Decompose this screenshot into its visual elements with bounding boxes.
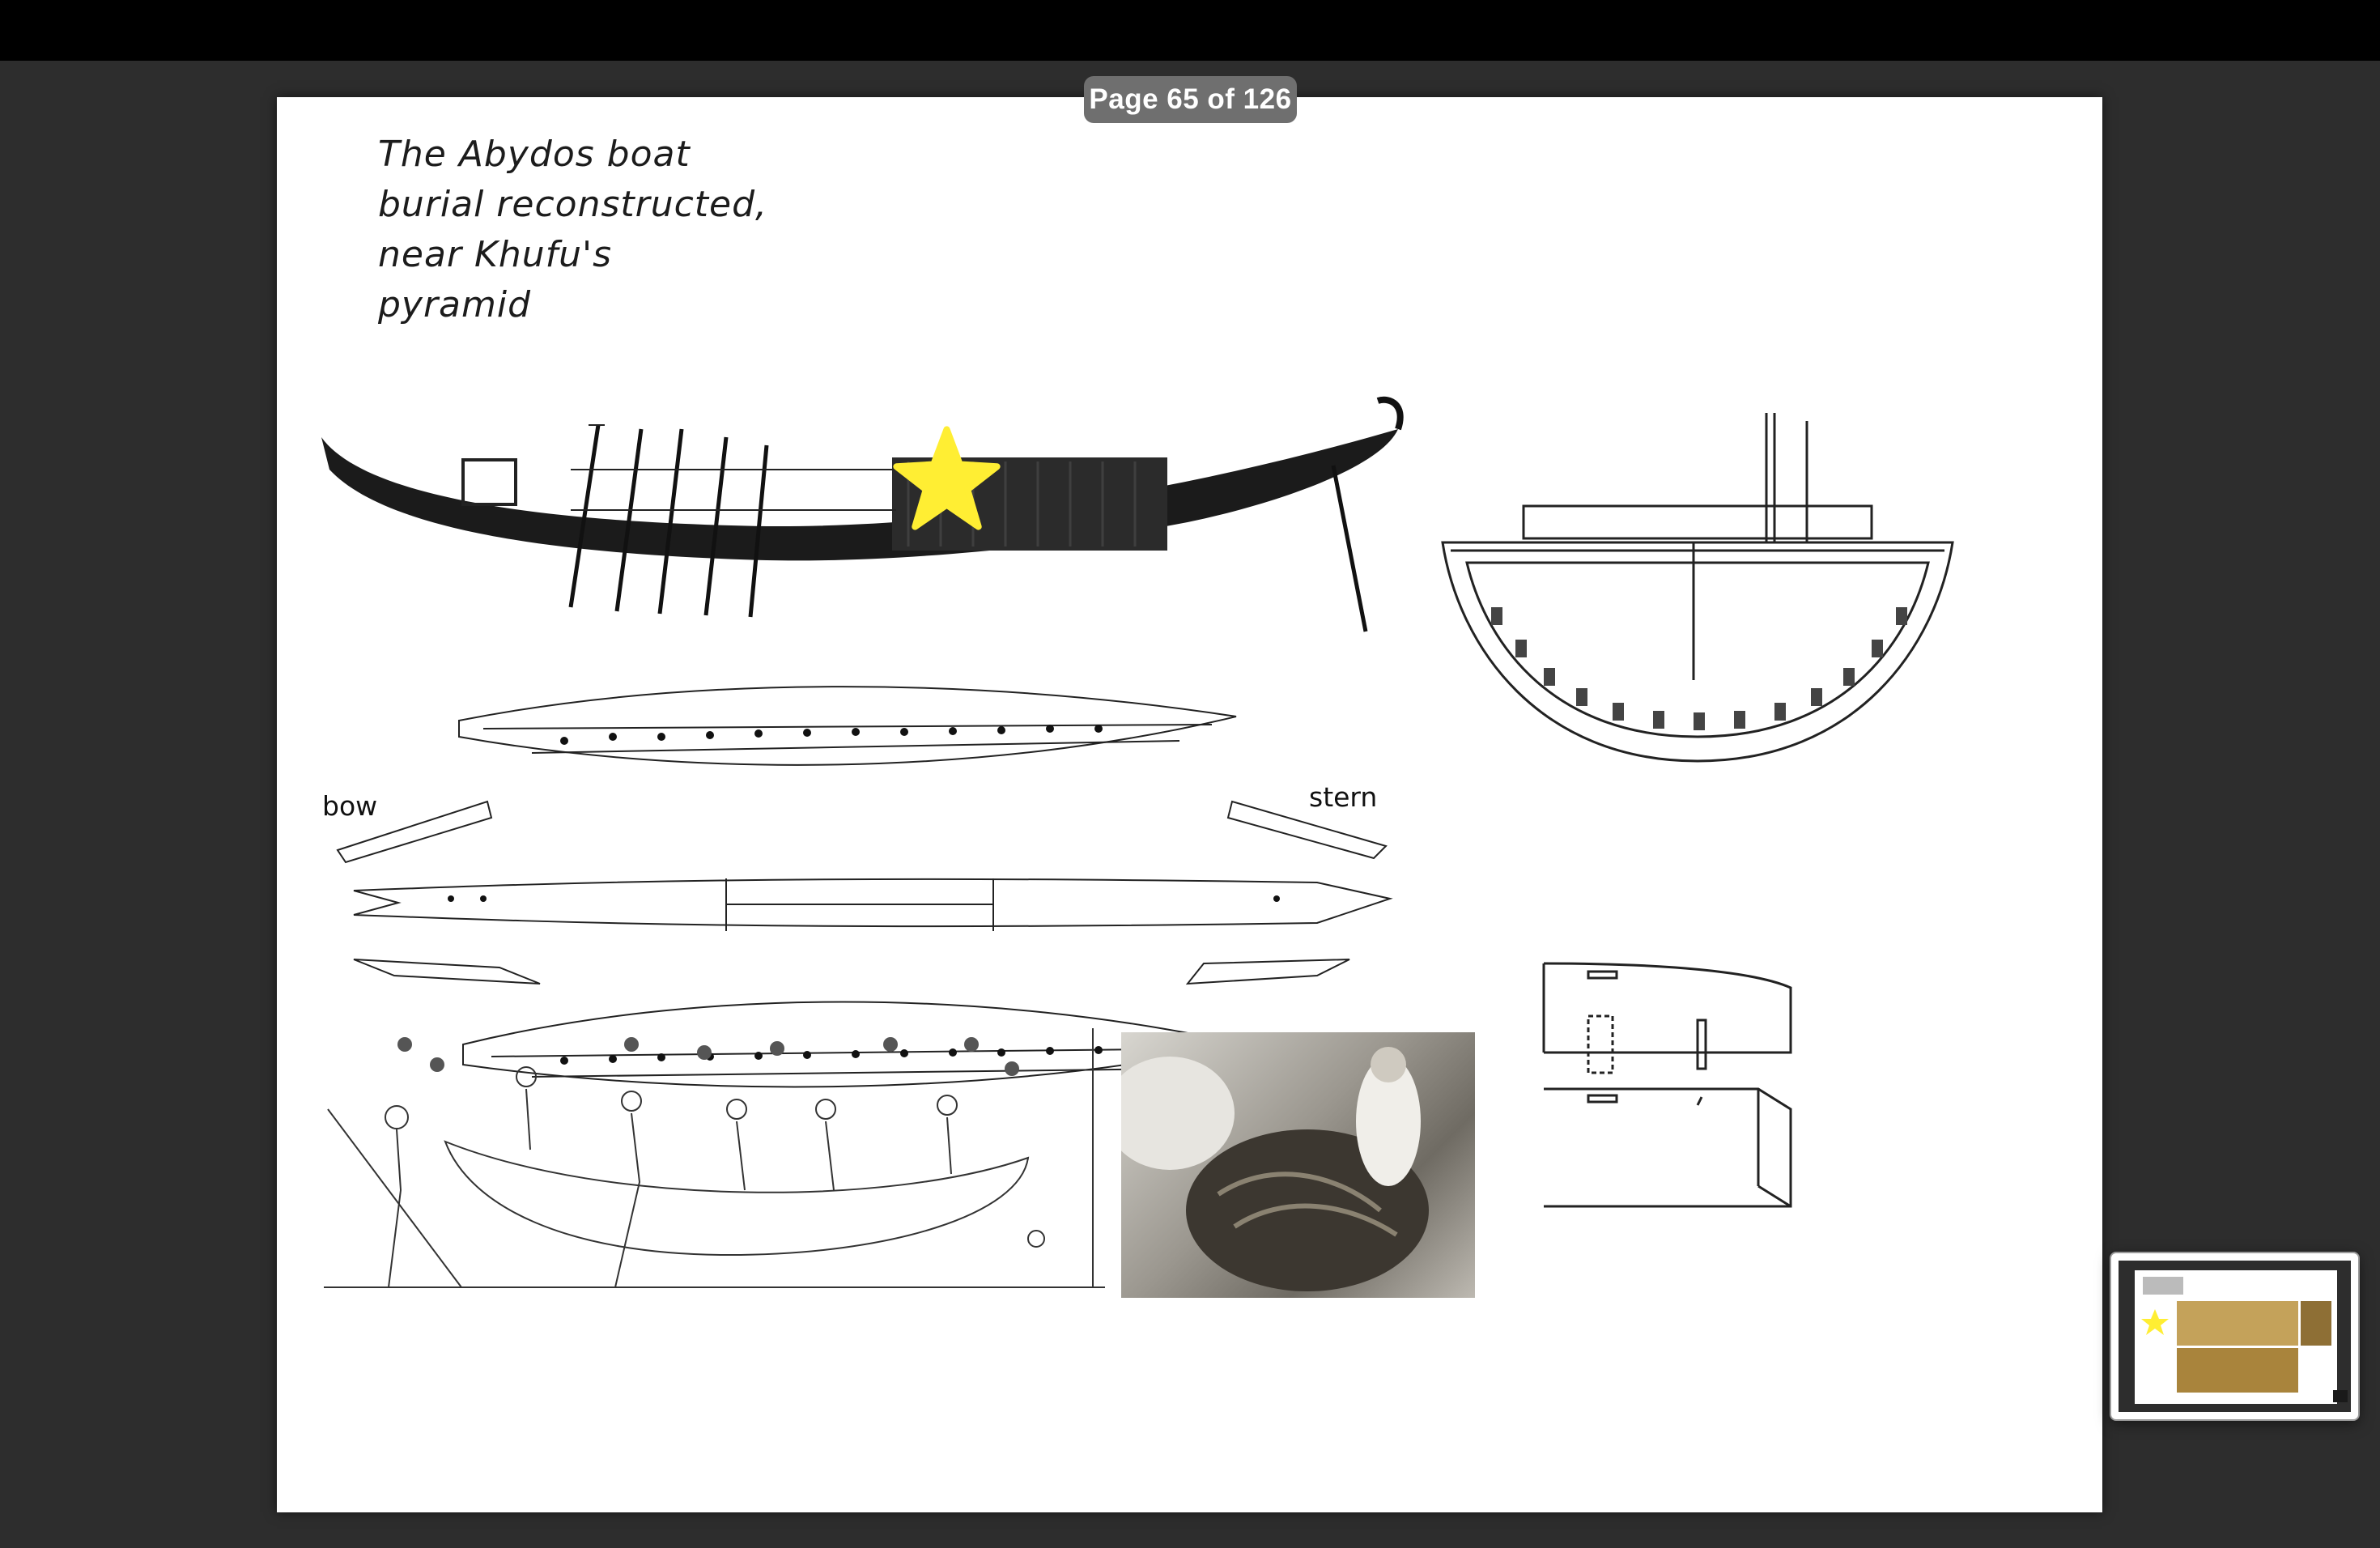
bow-label: bow [322,790,378,822]
hull-cross-section [1441,413,1954,763]
star-icon [893,426,1001,530]
document-page: The Abydos boat burial reconstructed, ne… [277,97,2102,1512]
viewer-title-bar [0,0,2380,61]
hull-plank-plan [336,686,1393,1088]
joint-diagram [1542,962,1792,1208]
thumbnail-frame [2119,1261,2351,1412]
note-line-2: burial reconstructed, [378,184,768,225]
note-line-3: near Khufu's [378,234,613,275]
thumbnail-preview [2135,1270,2348,1404]
page-indicator: Page 65 of 126 [1084,76,1297,123]
page-thumbnail-navigator[interactable] [2111,1253,2358,1419]
boat-elevation-drawing [321,396,1404,632]
tomb-relief-drawing [324,1028,1105,1288]
note-line-4: pyramid [378,284,532,325]
stern-label: stern [1309,781,1378,813]
note-line-1: The Abydos boat [378,134,691,175]
photo-content [1121,1047,1429,1291]
handwritten-note: The Abydos boat burial reconstructed, ne… [378,130,767,330]
excavation-photo [1121,1032,1475,1298]
